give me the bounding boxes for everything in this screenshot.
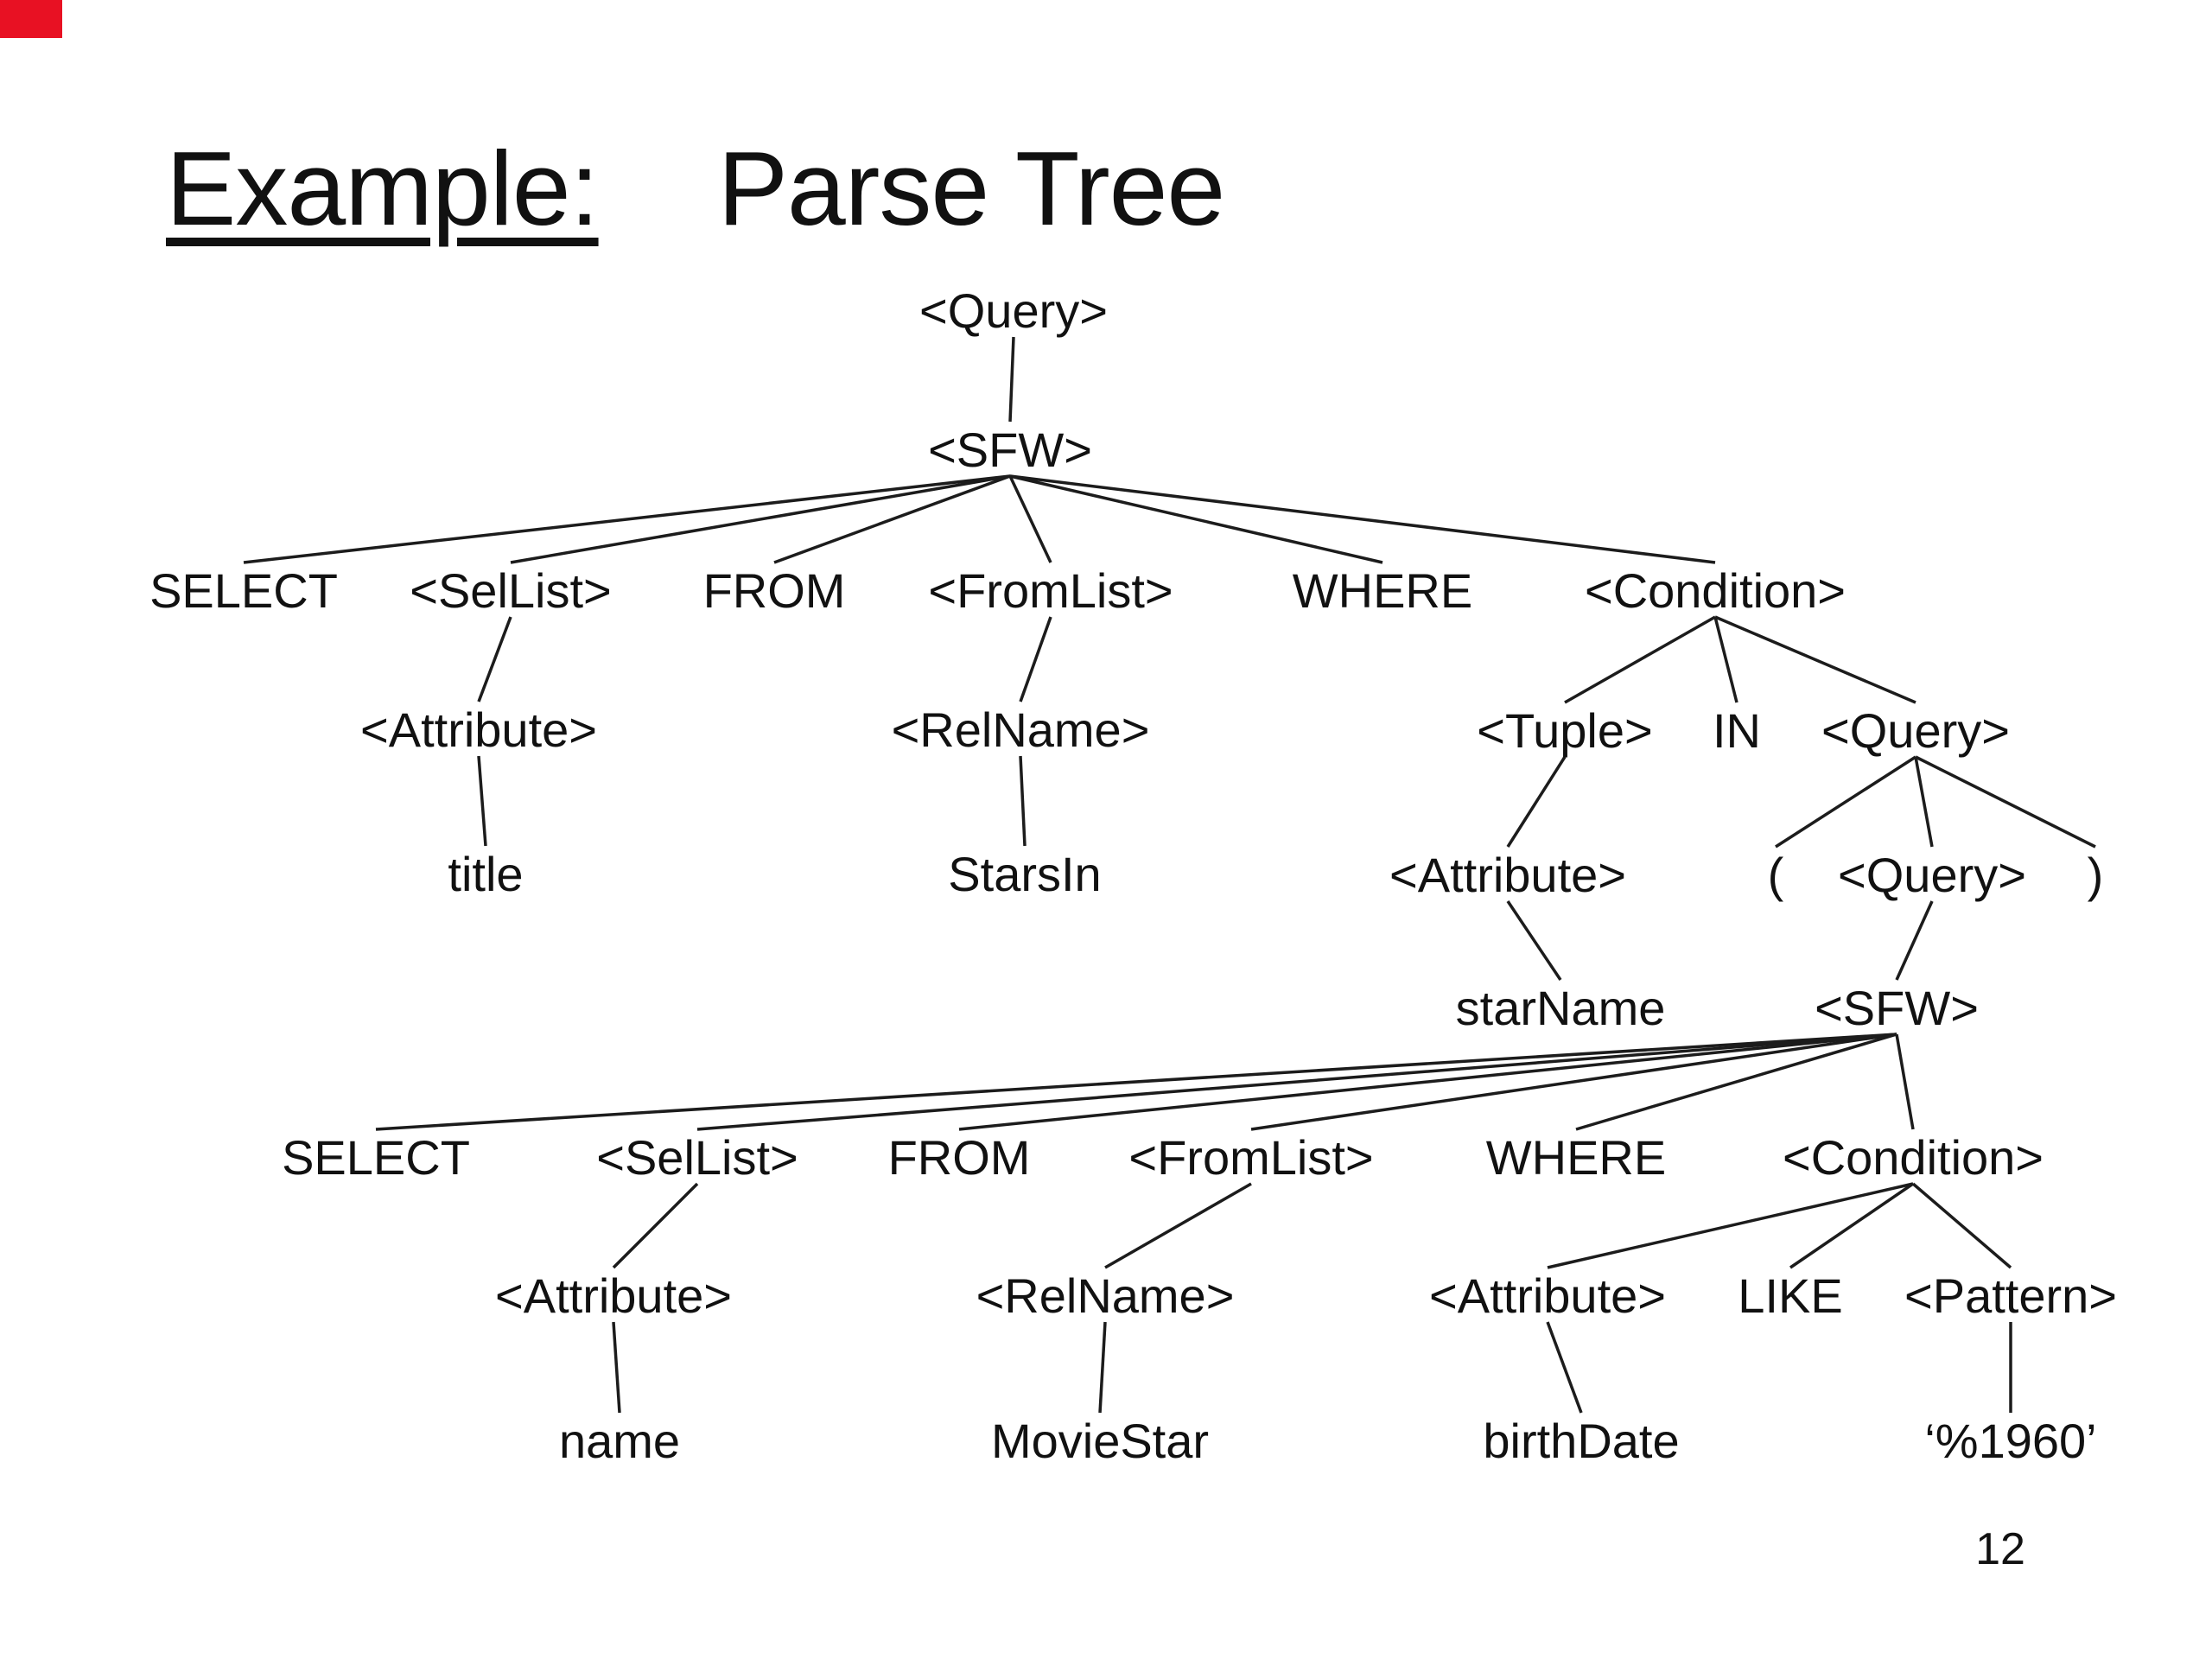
tree-edge-query2-query3 bbox=[1914, 756, 1934, 848]
tree-node-from1: FROM bbox=[702, 563, 846, 618]
tree-edge-query1-sfw1 bbox=[1008, 336, 1015, 423]
tree-node-cond1: <Condition> bbox=[1584, 563, 1847, 618]
tree-node-moviestar1: MovieStar bbox=[990, 1414, 1210, 1468]
slide-title: Example: Parse Tree bbox=[166, 128, 1226, 249]
tree-edge-cond2-like1 bbox=[1789, 1182, 1914, 1269]
corner-red-mark bbox=[0, 0, 62, 38]
tree-node-starsin1: StarsIn bbox=[948, 847, 1102, 901]
tree-edge-cond2-attr4 bbox=[1547, 1182, 1914, 1269]
tree-edge-sfw1-from1 bbox=[773, 474, 1011, 564]
tree-edge-tuple1-attr2 bbox=[1506, 756, 1567, 848]
tree-node-pat1960: ‘%1960’ bbox=[1924, 1414, 2097, 1468]
tree-edge-sfw2-sellist2 bbox=[696, 1033, 1897, 1131]
tree-node-tuple1: <Tuple> bbox=[1477, 703, 1653, 758]
tree-edge-query2-lparen1 bbox=[1775, 755, 1916, 849]
tree-edge-attr2-starname1 bbox=[1506, 900, 1562, 981]
page-number: 12 bbox=[1975, 1524, 2025, 1574]
tree-node-sellist1: <SelList> bbox=[410, 563, 612, 618]
tree-edge-relname2-moviestar1 bbox=[1098, 1321, 1107, 1414]
tree-edge-sfw1-cond1 bbox=[1009, 474, 1716, 564]
tree-edge-attr3-name1 bbox=[612, 1321, 621, 1414]
tree-node-query2: <Query> bbox=[1821, 703, 2010, 758]
tree-node-relname1: <RelName> bbox=[891, 702, 1150, 757]
tree-node-birthdate1: birthDate bbox=[1483, 1414, 1680, 1468]
tree-node-attr2: <Attribute> bbox=[1389, 848, 1626, 902]
tree-node-in1: IN bbox=[1713, 703, 1761, 758]
tree-node-fromlist1: <FromList> bbox=[928, 563, 1173, 618]
tree-edge-query2-rparen1 bbox=[1915, 755, 2096, 849]
tree-edge-sfw2-from2 bbox=[958, 1033, 1897, 1131]
tree-node-like1: LIKE bbox=[1738, 1268, 1843, 1323]
tree-node-from2: FROM bbox=[887, 1130, 1031, 1185]
tree-edge-attr1-title1 bbox=[477, 755, 487, 847]
tree-node-where2: WHERE bbox=[1485, 1130, 1667, 1185]
title-example-label: Example: bbox=[166, 130, 600, 247]
tree-edge-attr4-birthdate1 bbox=[1546, 1321, 1583, 1414]
tree-node-sfw2: <SFW> bbox=[1815, 981, 1979, 1035]
tree-edge-query3-sfw2 bbox=[1895, 900, 1934, 981]
title-parse-tree-label: Parse Tree bbox=[717, 130, 1226, 247]
tree-node-starname1: starName bbox=[1455, 981, 1666, 1035]
tree-node-name1: name bbox=[558, 1414, 681, 1468]
tree-node-lparen1: ( bbox=[1767, 848, 1784, 902]
tree-edge-relname1-starsin1 bbox=[1019, 755, 1027, 847]
tree-edge-sfw2-cond2 bbox=[1895, 1033, 1915, 1130]
tree-node-title1: title bbox=[448, 847, 524, 901]
tree-edge-fromlist1-relname1 bbox=[1019, 616, 1052, 702]
tree-node-where1: WHERE bbox=[1292, 563, 1473, 618]
tree-node-query3: <Query> bbox=[1838, 848, 2026, 902]
tree-edge-cond1-in1 bbox=[1713, 616, 1738, 703]
tree-node-fromlist2: <FromList> bbox=[1128, 1130, 1374, 1185]
tree-edge-sfw1-fromlist1 bbox=[1008, 475, 1052, 563]
tree-edge-sfw1-select1 bbox=[243, 474, 1011, 564]
tree-edge-sellist2-attr3 bbox=[612, 1182, 699, 1269]
tree-node-select2: SELECT bbox=[282, 1130, 470, 1185]
tree-node-pattern1: <Pattern> bbox=[1904, 1268, 2117, 1323]
tree-edge-sfw2-where2 bbox=[1575, 1033, 1897, 1131]
tree-node-attr3: <Attribute> bbox=[495, 1268, 732, 1323]
tree-edge-fromlist2-relname2 bbox=[1104, 1182, 1252, 1269]
tree-edge-cond2-pattern1 bbox=[1911, 1182, 2012, 1269]
tree-node-attr4: <Attribute> bbox=[1429, 1268, 1666, 1323]
tree-node-sellist2: <SelList> bbox=[596, 1130, 798, 1185]
tree-edge-sfw1-where1 bbox=[1009, 474, 1383, 564]
tree-edge-cond1-tuple1 bbox=[1564, 615, 1716, 704]
tree-node-query1: <Query> bbox=[919, 283, 1108, 338]
tree-node-select1: SELECT bbox=[149, 563, 338, 618]
tree-node-attr1: <Attribute> bbox=[360, 702, 597, 757]
tree-edge-sellist1-attr1 bbox=[477, 616, 512, 702]
tree-edge-sfw2-select2 bbox=[375, 1033, 1897, 1131]
tree-node-sfw1: <SFW> bbox=[928, 423, 1092, 477]
tree-node-cond2: <Condition> bbox=[1782, 1130, 2044, 1185]
tree-edge-sfw2-fromlist2 bbox=[1250, 1033, 1897, 1131]
tree-node-relname2: <RelName> bbox=[976, 1268, 1235, 1323]
tree-edge-cond1-query2 bbox=[1714, 615, 1916, 704]
tree-edge-sfw1-sellist1 bbox=[510, 474, 1011, 564]
tree-node-rparen1: ) bbox=[2087, 848, 2104, 902]
